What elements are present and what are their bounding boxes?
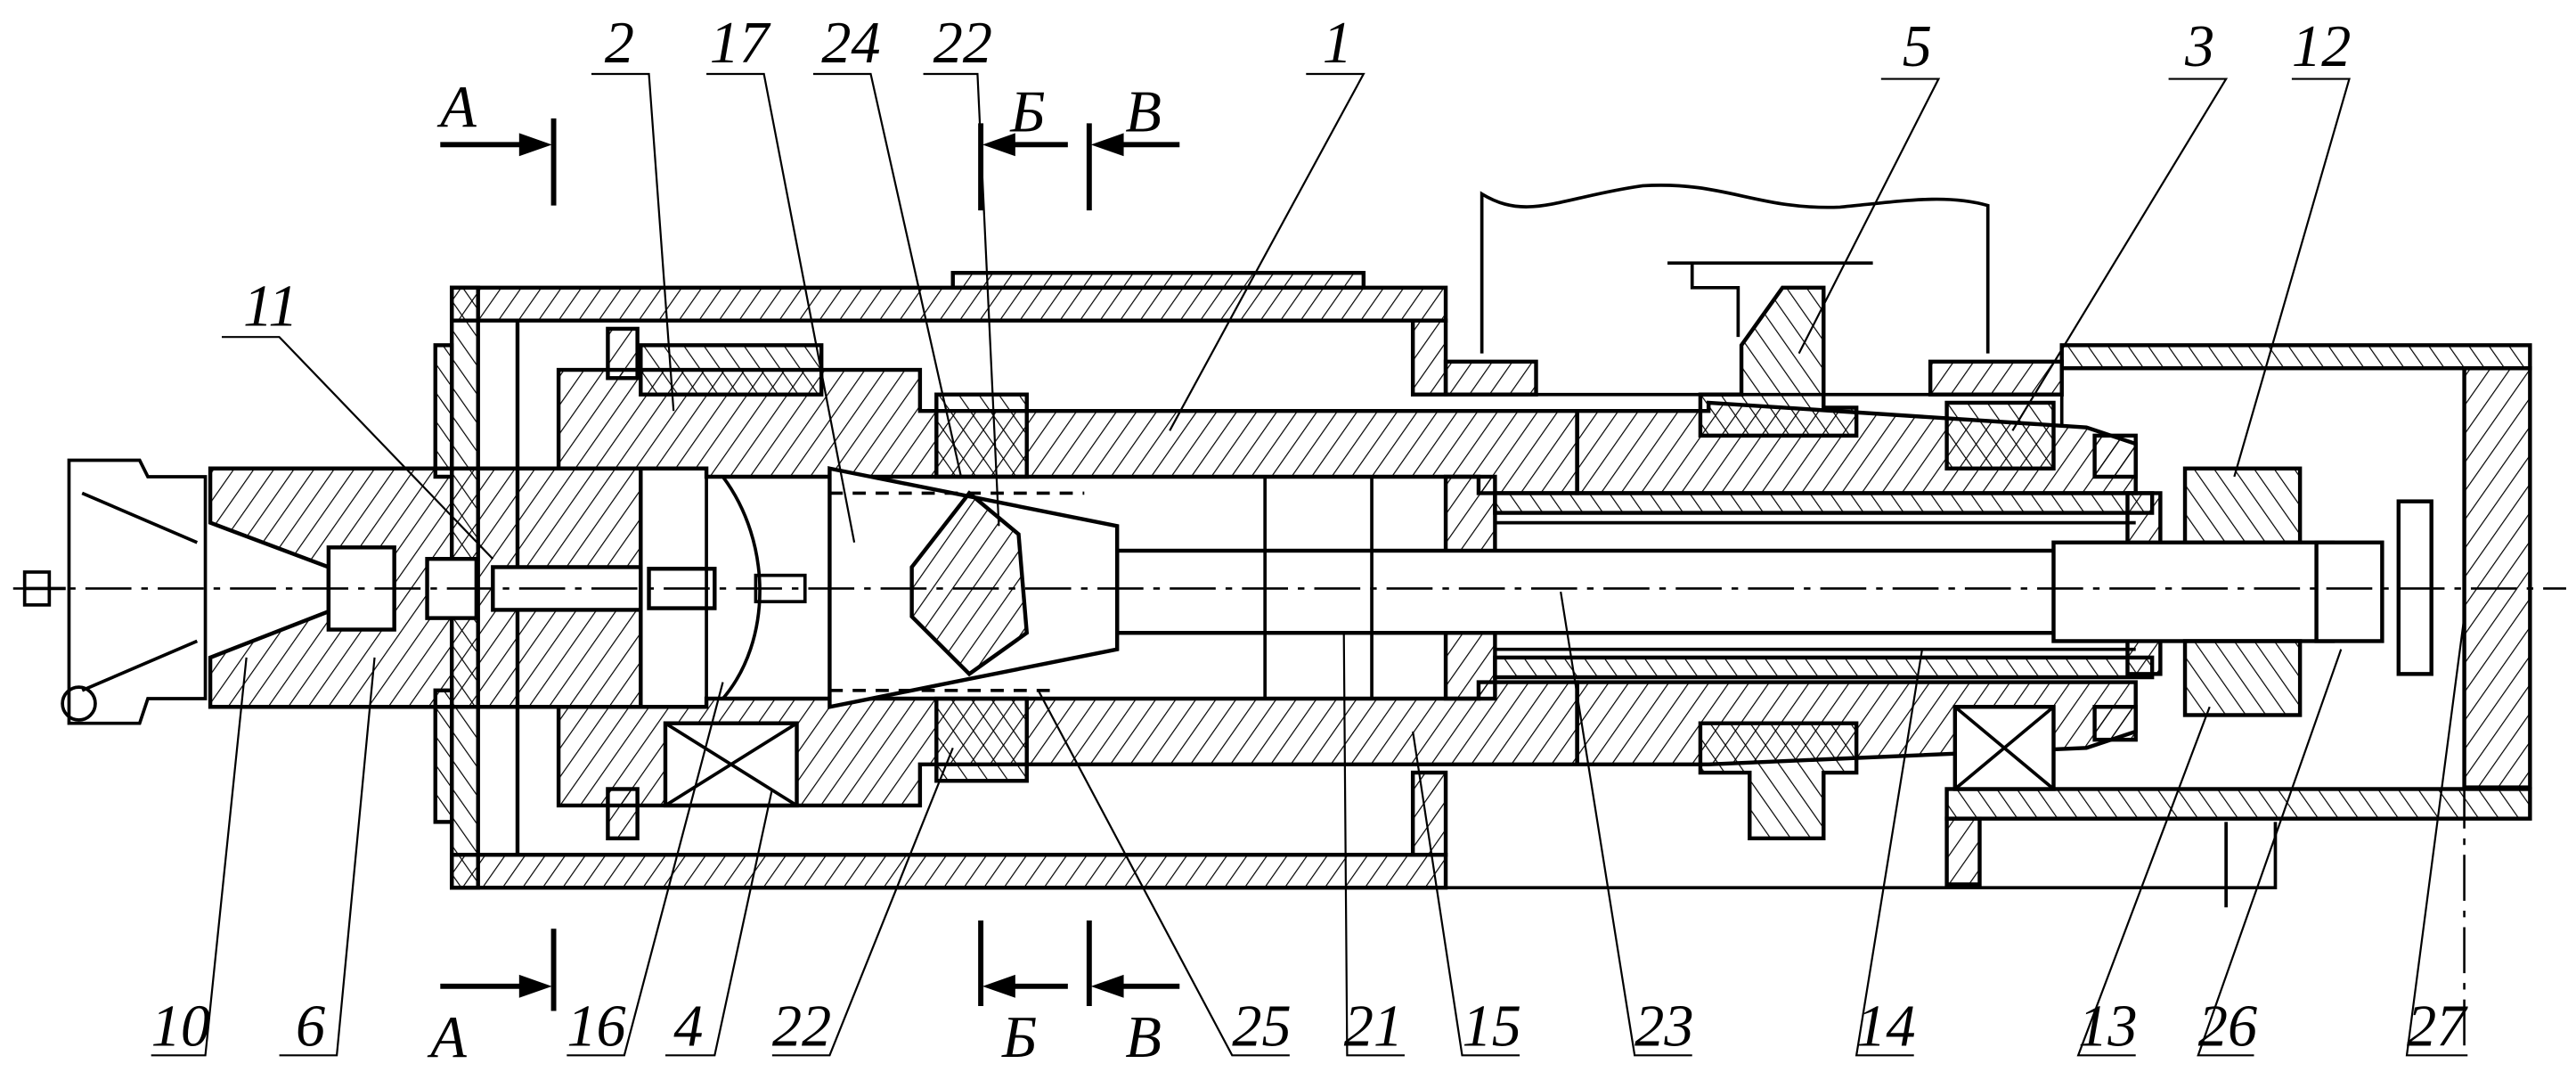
section-label-b-bottom: Б <box>1001 1005 1037 1070</box>
section-label-b-top: Б <box>1009 80 1045 145</box>
part-label-25: 25 <box>1232 994 1291 1059</box>
section-label-a-bottom: А <box>427 1005 467 1070</box>
part-label-13: 13 <box>2078 994 2137 1059</box>
section-label-a-top: А <box>436 75 477 140</box>
part-label-11: 11 <box>243 274 298 339</box>
part-label-12: 12 <box>2292 14 2351 79</box>
part-label-3: 3 <box>2184 14 2214 79</box>
part-label-24: 24 <box>821 11 880 76</box>
labels-bottom: 10 6 16 4 22 25 21 15 23 14 13 26 27 <box>151 994 2469 1059</box>
gear-5 <box>1698 285 1859 438</box>
part-label-10: 10 <box>151 994 210 1059</box>
part-label-27: 27 <box>2407 994 2468 1059</box>
part-label-26: 26 <box>2198 994 2257 1059</box>
part-label-6: 6 <box>296 994 325 1059</box>
part-label-21: 21 <box>1344 994 1403 1059</box>
part-label-4: 4 <box>673 994 703 1059</box>
labels-top: 2 17 24 22 1 5 3 12 11 <box>243 11 2351 339</box>
upper-casing-fragment <box>1480 184 1990 354</box>
leaders-bottom <box>151 591 2468 1057</box>
leaders-top <box>221 72 2351 560</box>
section-label-v-top: В <box>1125 80 1162 145</box>
part-label-16: 16 <box>567 994 625 1059</box>
part-label-17: 17 <box>710 11 771 76</box>
part-label-14: 14 <box>1856 994 1915 1059</box>
section-marks-top: А Б В <box>436 75 1180 211</box>
chuck-10 <box>22 458 208 725</box>
part-label-5: 5 <box>1903 14 1932 79</box>
rear-spindle <box>1575 285 2138 841</box>
part-label-22-top: 22 <box>933 11 992 76</box>
part-label-2: 2 <box>605 11 634 76</box>
section-label-v-bottom: В <box>1125 1005 1162 1070</box>
part-label-15: 15 <box>1463 994 1521 1059</box>
right-housing <box>1443 343 2532 908</box>
part-label-23: 23 <box>1634 994 1693 1059</box>
part-label-1: 1 <box>1323 11 1352 76</box>
section-marks-bottom: А Б В <box>427 920 1180 1070</box>
part-label-22-bottom: 22 <box>772 994 831 1059</box>
